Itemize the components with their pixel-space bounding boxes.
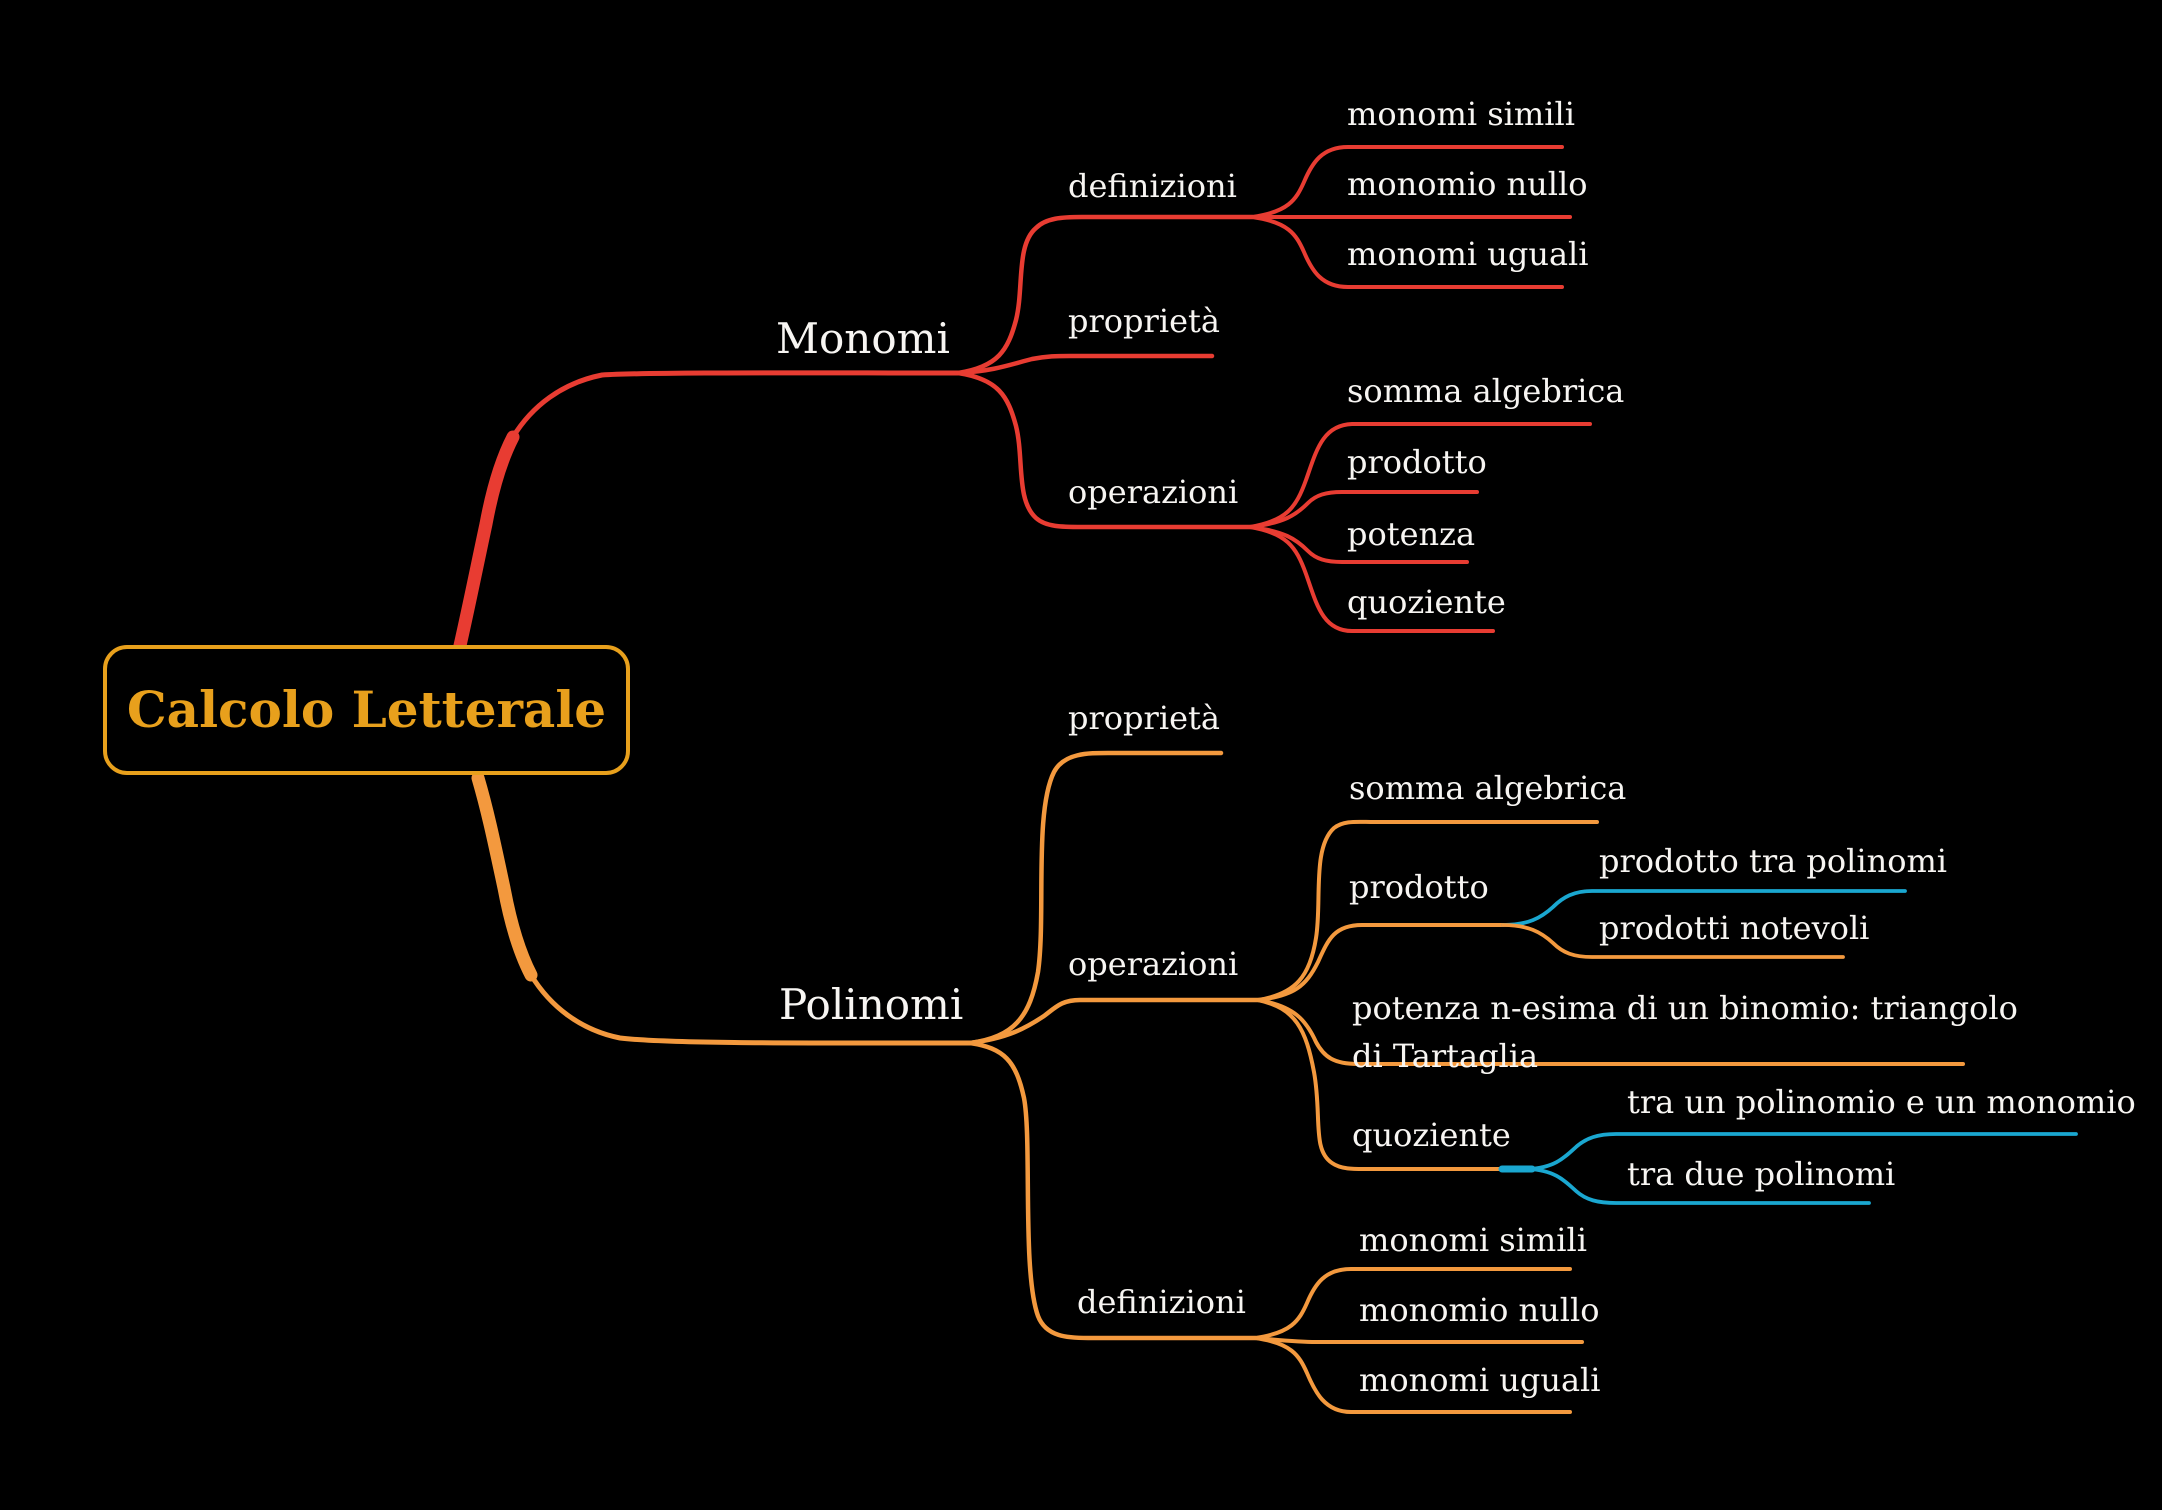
edge-polinomi-definizioni-monomio-nullo (1253, 1336, 1584, 1344)
leaf-monomi-prodotto[interactable]: prodotto (1347, 443, 1487, 481)
edge-polinomi-operazioni (967, 997, 1261, 1046)
edge-polinomi-operazioni-prodotto (1256, 923, 1505, 1002)
root-title: Calcolo Letterale (126, 680, 607, 739)
branch-polinomi-trunk (471, 771, 538, 982)
edge-polinomi-definizioni (967, 1040, 1258, 1341)
edge-polinomi-definizioni-monomi-simili (1253, 1267, 1572, 1340)
leaf-monomi-simili[interactable]: monomi simili (1347, 95, 1575, 133)
leaf-prodotto-tra-polinomi[interactable]: prodotto tra polinomi (1599, 842, 1948, 880)
edge-polinomi-operazioni-quoziente (1256, 998, 1504, 1172)
branch-polinomi-trunk-horizontal (528, 972, 973, 1046)
edge-monomi-operazioni-quoziente (1248, 525, 1495, 633)
edge-prodotto-prodotti-notevoli (1501, 923, 1845, 959)
leaf-potenza-n-esima-tartaglia[interactable]: potenza n-esima di un binomio: triangolo… (1352, 989, 2018, 1075)
leaf-polinomi-somma-algebrica[interactable]: somma algebrica (1349, 769, 1627, 807)
node-monomi-operazioni[interactable]: operazioni (1068, 473, 1239, 511)
edge-polinomi-operazioni-somma-algebrica (1256, 819, 1599, 1002)
node-polinomi-operazioni[interactable]: operazioni (1068, 945, 1239, 983)
edge-prodotto-prodotto-tra-polinomi (1501, 889, 1907, 927)
edge-monomi-operazioni (955, 370, 1253, 530)
node-monomi-definizioni[interactable]: definizioni (1068, 167, 1237, 205)
edge-polinomi-operazioni-potenza-tartaglia (1256, 998, 1965, 1066)
edge-monomi-proprieta (955, 353, 1215, 376)
node-monomi-proprieta[interactable]: proprietà (1068, 302, 1220, 340)
leaf-tra-un-polinomio-e-un-monomio[interactable]: tra un polinomio e un monomio (1627, 1083, 2136, 1121)
leaf-polinomi-monomio-nullo[interactable]: monomio nullo (1359, 1291, 1600, 1329)
node-polinomi-proprieta[interactable]: proprietà (1068, 699, 1220, 737)
leaf-prodotti-notevoli[interactable]: prodotti notevoli (1599, 909, 1870, 947)
edge-monomi-definizioni-monomi-uguali (1250, 215, 1564, 289)
leaf-monomi-uguali[interactable]: monomi uguali (1347, 235, 1589, 273)
edge-quoziente-tra-due-polinomi (1526, 1167, 1871, 1205)
leaf-monomi-potenza[interactable]: potenza (1347, 515, 1476, 553)
leaf-polinomi-monomi-uguali[interactable]: monomi uguali (1359, 1361, 1601, 1399)
edge-polinomi-proprieta (967, 750, 1224, 1046)
root-node-calcolo-letterale[interactable]: Calcolo Letterale (103, 645, 630, 775)
edge-monomi-definizioni-monomi-simili (1250, 145, 1564, 219)
branch-monomi-trunk (452, 430, 520, 657)
node-monomi[interactable]: Monomi (776, 314, 950, 363)
leaf-polinomi-monomi-simili[interactable]: monomi simili (1359, 1221, 1587, 1259)
node-polinomi-quoziente[interactable]: quoziente (1352, 1116, 1511, 1154)
edge-monomi-definizioni (955, 214, 1255, 376)
edge-quoziente-tra-un-polinomio (1526, 1132, 2078, 1171)
edge-monomi-operazioni-prodotto (1248, 490, 1479, 529)
leaf-monomi-somma-algebrica[interactable]: somma algebrica (1347, 372, 1625, 410)
branch-monomi-trunk-horizontal (510, 370, 961, 440)
leaf-monomi-quoziente[interactable]: quoziente (1347, 583, 1506, 621)
edge-monomi-operazioni-potenza (1248, 525, 1469, 564)
node-polinomi-definizioni[interactable]: definizioni (1077, 1283, 1246, 1321)
edge-polinomi-definizioni-monomi-uguali (1253, 1336, 1572, 1414)
node-polinomi-prodotto[interactable]: prodotto (1349, 868, 1489, 906)
node-polinomi[interactable]: Polinomi (779, 980, 964, 1029)
leaf-tra-due-polinomi[interactable]: tra due polinomi (1627, 1155, 1896, 1193)
edge-monomi-operazioni-somma-algebrica (1248, 422, 1592, 529)
leaf-monomio-nullo[interactable]: monomio nullo (1347, 165, 1588, 203)
